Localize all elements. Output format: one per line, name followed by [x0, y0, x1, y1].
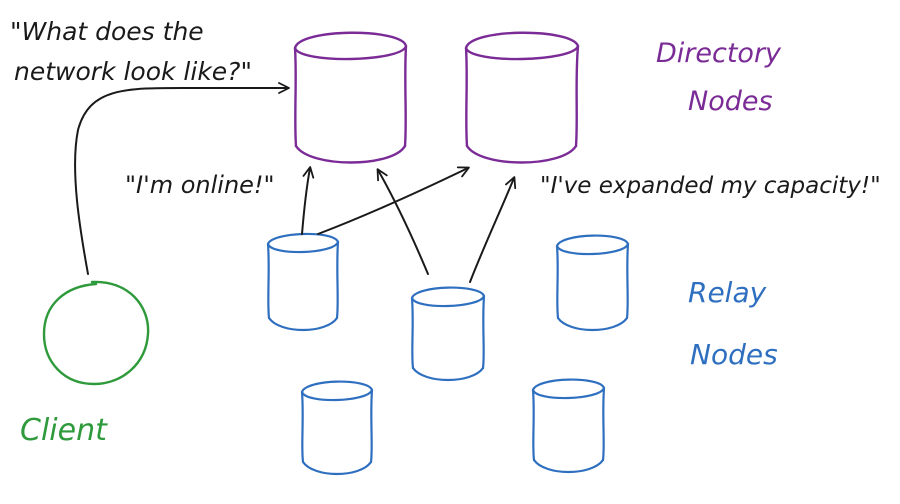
- relay-node-5: [531, 378, 606, 474]
- directory-node-2: [464, 31, 580, 164]
- relay-nodes-label-line2: Nodes: [690, 338, 778, 371]
- arrow-relay2-to-directory2: [469, 176, 517, 283]
- relay-node-3: [555, 234, 630, 332]
- client-node: [42, 280, 150, 386]
- client-label: Client: [20, 413, 108, 448]
- arrow-relay2-to-directory1: [376, 168, 429, 275]
- relay-node-2: [410, 286, 486, 382]
- client-question-line1: "What does the: [10, 17, 204, 46]
- directory-nodes-label-line1: Directory: [656, 38, 782, 69]
- relay-nodes-label-line1: Relay: [688, 276, 767, 309]
- arrow-relay1-to-directory2: [317, 166, 470, 235]
- quote-online: "I'm online!": [125, 171, 275, 199]
- directory-nodes-label-line2: Nodes: [688, 86, 773, 117]
- client-question-line2: network look like?": [14, 57, 252, 86]
- relay-node-1: [266, 232, 340, 332]
- quote-capacity: "I've expanded my capacity!": [540, 173, 881, 199]
- directory-node-1: [293, 31, 408, 164]
- relay-node-4: [300, 380, 374, 476]
- arrow-client-to-directory: [74, 82, 290, 275]
- arrow-relay1-to-directory1: [301, 166, 315, 235]
